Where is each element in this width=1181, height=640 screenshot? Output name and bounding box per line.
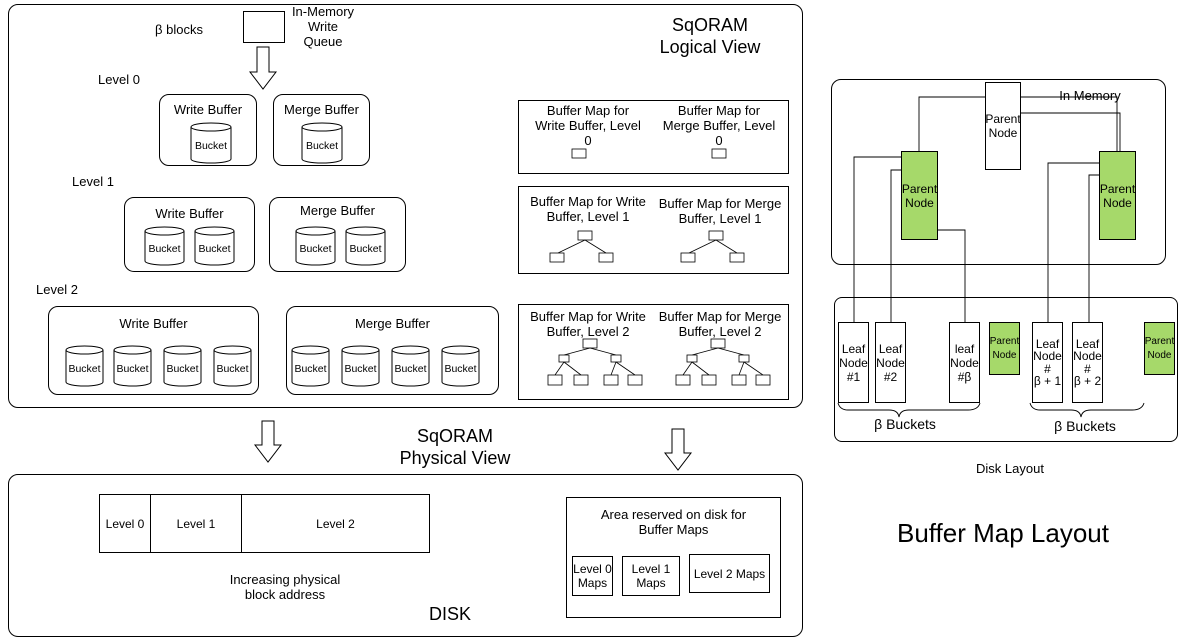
- buffer-map-l1-merge-label: Buffer Map for Merge Buffer, Level 1: [658, 196, 782, 226]
- in-memory-label: In Memory: [1059, 88, 1121, 103]
- buffer-map-layout-title: Buffer Map Layout: [897, 518, 1109, 548]
- level2-maps-cell: Level 2 Maps: [689, 554, 770, 593]
- buffer-map-l1-write-label: Buffer Map for Write Buffer, Level 1: [530, 194, 646, 224]
- leaf-node-beta-plus-1: Leaf Node # β + 1: [1032, 322, 1063, 403]
- logical-view-title: SqORAM Logical View: [659, 15, 761, 57]
- write-queue-label: In-Memory Write Queue: [291, 4, 355, 49]
- level2-write-buffer-label: Write Buffer: [119, 316, 188, 331]
- leaf-node-beta: leaf Node #β: [949, 322, 980, 403]
- buffer-map-l0-write-label: Buffer Map for Write Buffer, Level 0: [535, 103, 641, 148]
- buffer-map-l2-write-label: Buffer Map for Write Buffer, Level 2: [530, 309, 646, 339]
- level1-merge-buffer-label: Merge Buffer: [300, 203, 375, 218]
- disk-layout-label: Disk Layout: [976, 461, 1044, 476]
- write-queue-box: [243, 11, 285, 43]
- level0-write-buffer-label: Write Buffer: [173, 102, 243, 117]
- left-parent-node: Parent Node: [901, 151, 938, 240]
- phys-level2-cell: Level 2: [241, 494, 430, 553]
- beta-blocks-label: β blocks: [155, 22, 203, 37]
- leaf-node-2: Leaf Node #2: [875, 322, 906, 403]
- root-parent-node: Parent Node: [985, 82, 1021, 170]
- buffer-map-l2-merge-label: Buffer Map for Merge Buffer, Level 2: [658, 309, 782, 339]
- disk-parent-node-left: Parent Node: [989, 322, 1020, 375]
- leaf-node-beta-plus-2: Leaf Node # β + 2: [1072, 322, 1103, 403]
- level2-merge-buffer-label: Merge Buffer: [355, 316, 430, 331]
- phys-level0-cell: Level 0: [99, 494, 151, 553]
- down-arrow-icon: [663, 428, 693, 471]
- disk-label: DISK: [428, 604, 471, 624]
- address-label: Increasing physical block address: [229, 572, 341, 602]
- buffer-map-level0-box: [518, 100, 789, 174]
- level0-label: Level 0: [98, 72, 140, 87]
- leaf-node-1: Leaf Node #1: [838, 322, 869, 403]
- level1-label: Level 1: [72, 174, 114, 189]
- level0-merge-buffer-label: Merge Buffer: [284, 102, 359, 117]
- beta-buckets-right-label: β Buckets: [1054, 418, 1116, 434]
- level0-maps-cell: Level 0 Maps: [572, 556, 613, 596]
- down-arrow-icon: [253, 420, 283, 463]
- right-parent-node: Parent Node: [1099, 151, 1136, 240]
- level1-maps-cell: Level 1 Maps: [622, 556, 680, 596]
- physical-view-title: SqORAM Physical View: [399, 426, 511, 468]
- reserved-area-label: Area reserved on disk for Buffer Maps: [600, 507, 747, 537]
- buffer-map-l0-merge-label: Buffer Map for Merge Buffer, Level 0: [662, 103, 776, 148]
- beta-buckets-left-label: β Buckets: [874, 416, 936, 432]
- level1-write-buffer-label: Write Buffer: [155, 206, 224, 221]
- phys-level1-cell: Level 1: [150, 494, 242, 553]
- disk-parent-node-right: Parent Node: [1144, 322, 1175, 375]
- level2-label: Level 2: [36, 282, 78, 297]
